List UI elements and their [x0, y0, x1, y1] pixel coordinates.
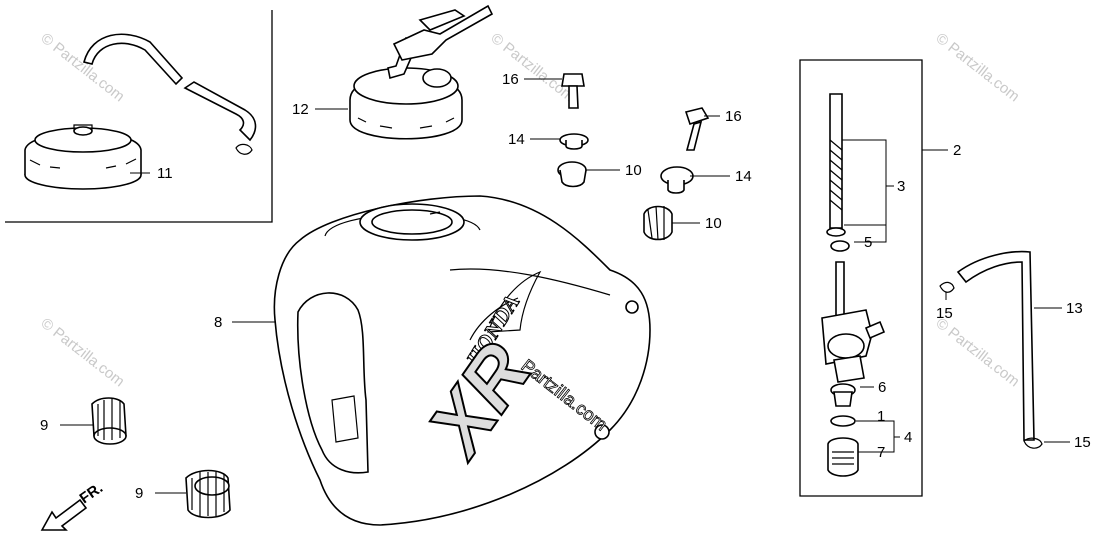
callout-4: 4: [904, 429, 912, 446]
watermark: © Partzilla.com: [38, 315, 128, 391]
petcock-assembly-frame: [799, 59, 923, 497]
callout-8: 8: [214, 314, 222, 331]
callout-16-left: 16: [502, 71, 519, 88]
fuel-strainer: [826, 93, 850, 252]
watermark: © Partzilla.com: [933, 30, 1023, 106]
callout-13: 13: [1066, 300, 1083, 317]
washer-14-right: [660, 166, 694, 194]
callout-6: 6: [878, 379, 886, 396]
fuel-tank: HONDA XR Partzilla.com: [273, 195, 651, 526]
inset-breather-tube: [83, 33, 257, 155]
washer-14-left: [559, 133, 589, 150]
callout-11: 11: [157, 165, 173, 182]
watermark: © Partzilla.com: [933, 315, 1023, 391]
callout-5: 5: [864, 234, 872, 251]
cushion-9-lower: [185, 469, 231, 519]
callout-1: 1: [877, 408, 885, 425]
callout-9-lower: 9: [135, 485, 143, 502]
callout-2: 2: [953, 142, 961, 159]
bolt-16-left: [561, 73, 585, 109]
callout-12: 12: [292, 101, 309, 118]
callout-7: 7: [877, 444, 885, 461]
watermark: © Partzilla.com: [488, 30, 578, 106]
callout-14-left: 14: [508, 131, 525, 148]
fuel-petcock: [821, 261, 886, 383]
inset-fuel-cap: [24, 124, 142, 190]
callout-14-right: 14: [735, 168, 752, 185]
fuel-hose: [939, 250, 1043, 449]
grommet-10-top: [557, 161, 587, 188]
leader-lines: [60, 78, 1070, 494]
petcock-lower-parts: [827, 383, 859, 477]
grommet-10-bottom: [643, 205, 673, 241]
callout-10-bottom: 10: [705, 215, 722, 232]
callout-9-upper: 9: [40, 417, 48, 434]
inset-frame: [5, 10, 273, 223]
bolt-16-right: [684, 107, 710, 151]
cushion-9-upper: [91, 397, 127, 445]
callout-15-lower: 15: [1074, 434, 1091, 451]
callout-10-top: 10: [625, 162, 642, 179]
callout-labels: 11 12 16 16 14 10 14 10 8 9 9 2 3 5 6 1 …: [40, 71, 1091, 502]
locking-fuel-cap: [349, 4, 494, 140]
callout-15-upper: 15: [936, 305, 953, 322]
front-direction-arrow: FR.: [40, 479, 106, 531]
callout-3: 3: [897, 178, 905, 195]
callout-16-right: 16: [725, 108, 742, 125]
